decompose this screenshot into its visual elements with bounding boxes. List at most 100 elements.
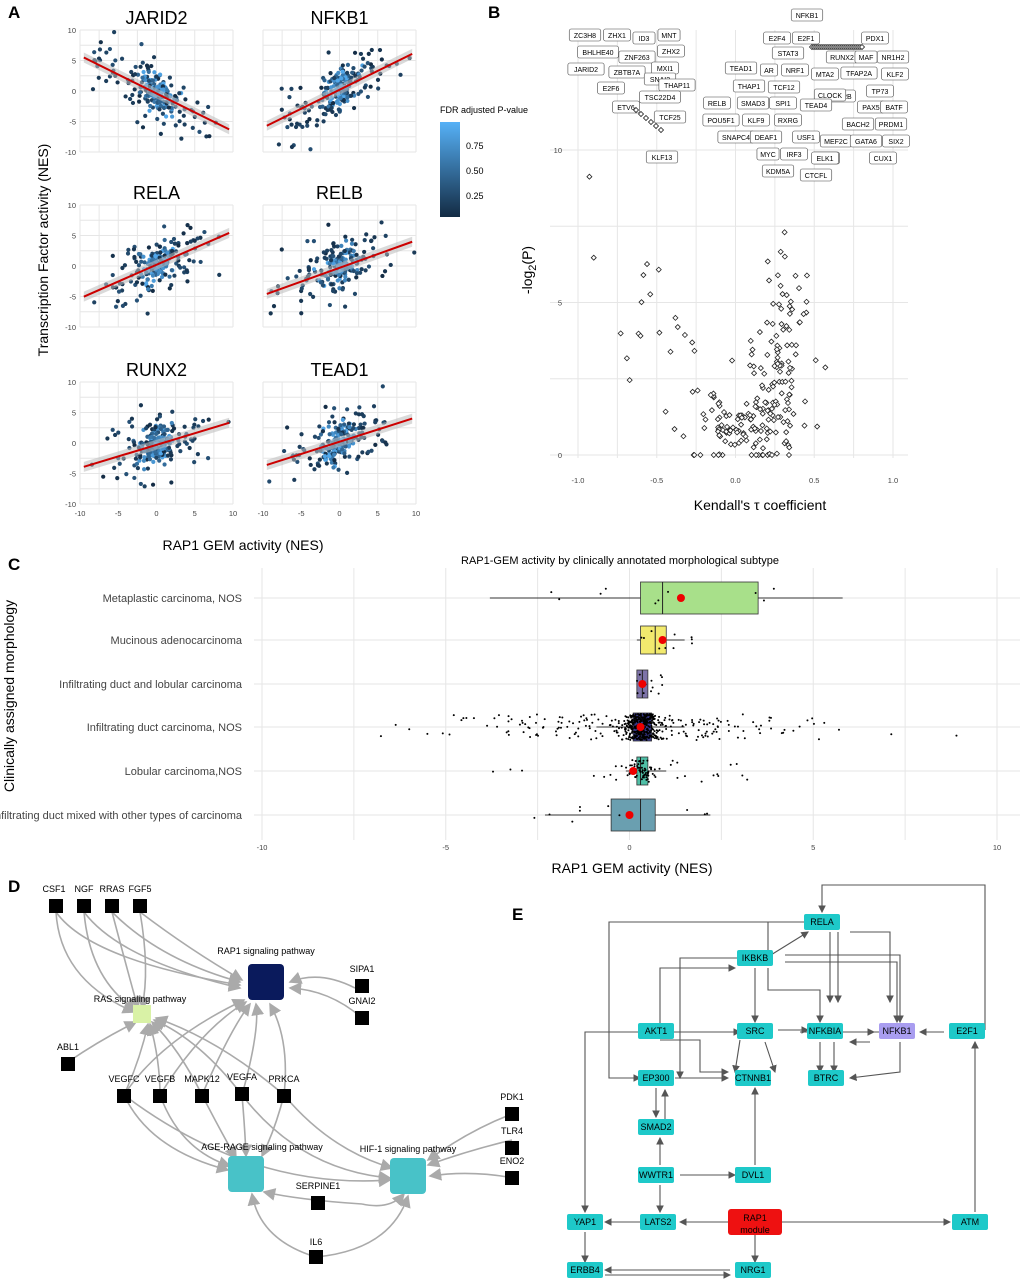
jitter-point <box>668 718 671 721</box>
tf-label-e2f1: E2F1 <box>792 31 820 45</box>
node-shape <box>640 1214 676 1230</box>
jitter-point <box>752 721 755 724</box>
node-label: TLR4 <box>501 1126 523 1136</box>
data-point <box>158 451 164 456</box>
tf-label-text: NFKB1 <box>796 13 819 20</box>
data-point <box>780 326 787 333</box>
data-point <box>326 50 331 55</box>
data-point <box>388 262 393 268</box>
data-point <box>124 472 129 477</box>
tf-label-box <box>653 110 687 124</box>
jitter-point <box>557 720 560 723</box>
data-point <box>295 459 300 464</box>
panel-e-edges <box>581 884 986 1279</box>
data-point <box>198 259 203 265</box>
jitter-point <box>594 730 597 733</box>
data-point <box>163 114 169 119</box>
node-shape <box>804 914 840 930</box>
data-point <box>383 440 388 445</box>
tf-label-jarid2: JARID2 <box>567 62 605 76</box>
data-point <box>774 354 781 361</box>
data-point <box>133 64 138 70</box>
jitter-point <box>699 718 702 721</box>
data-point <box>169 83 174 88</box>
data-point <box>764 351 771 358</box>
data-point <box>358 270 363 275</box>
x-tick-label: 0 <box>154 509 158 518</box>
data-point <box>134 461 140 466</box>
data-point <box>714 428 722 435</box>
data-point <box>90 87 96 92</box>
data-point <box>154 431 159 437</box>
jitter-point <box>716 725 719 728</box>
data-point <box>331 465 336 470</box>
jitter-point <box>672 647 675 650</box>
tf-label-text: PRDM1 <box>879 122 904 129</box>
data-point <box>727 427 734 434</box>
tf-label-text: MEF2C <box>824 139 848 146</box>
jitter-point <box>599 592 602 595</box>
data-point <box>746 412 754 419</box>
category-label: Infiltrating duct mixed with other types… <box>0 810 243 822</box>
data-point <box>323 404 328 409</box>
x-tick-label: 10 <box>229 509 237 518</box>
data-point <box>369 448 374 453</box>
jitter-point <box>394 723 397 726</box>
panel-c-title: RAP1-GEM activity by clinically annotate… <box>461 555 779 567</box>
data-point <box>768 338 775 345</box>
data-point <box>318 432 324 437</box>
data-point <box>289 122 294 127</box>
node-shape <box>77 899 91 913</box>
node-shape <box>61 1057 75 1071</box>
jitter-point <box>717 719 720 722</box>
node-label: RELA <box>810 917 834 927</box>
data-point <box>341 94 346 100</box>
jitter-point <box>629 764 632 767</box>
data-point <box>200 418 206 424</box>
jitter-point <box>623 723 626 726</box>
data-point <box>162 237 167 243</box>
data-point <box>780 419 787 426</box>
jitter-point <box>625 737 628 740</box>
node-label: BTRC <box>814 1073 839 1083</box>
jitter-point <box>615 729 618 732</box>
tf-label-box <box>876 50 910 64</box>
data-point <box>349 241 355 246</box>
node-pdk1: PDK1 <box>500 1092 524 1121</box>
data-point <box>338 423 343 428</box>
jitter-point <box>507 733 510 736</box>
tf-label-stat3: STAT3 <box>771 46 805 60</box>
jitter-point <box>676 776 679 779</box>
jitter-point <box>714 728 717 731</box>
data-point <box>167 274 172 279</box>
data-point <box>351 422 356 427</box>
data-point <box>327 432 332 437</box>
data-point <box>308 291 313 297</box>
data-point <box>373 442 378 447</box>
jitter-point <box>593 713 596 716</box>
node-label: CTNNB1 <box>735 1073 771 1083</box>
node-vegfa: VEGFA <box>227 1072 257 1101</box>
node-shape <box>505 1141 519 1155</box>
jitter-point <box>578 809 581 812</box>
jitter-point <box>691 721 694 724</box>
jitter-point <box>669 763 672 766</box>
data-point <box>320 429 326 434</box>
data-point <box>590 254 597 261</box>
data-point <box>167 75 172 80</box>
data-point <box>138 64 143 69</box>
data-point <box>137 458 142 463</box>
data-point <box>142 484 147 489</box>
x-tick-label: 0.5 <box>809 476 819 485</box>
tf-label-text: E2F6 <box>603 86 620 93</box>
jitter-point <box>704 734 707 737</box>
jitter-point <box>518 723 521 726</box>
node-shape <box>355 1011 369 1025</box>
jitter-point <box>703 723 706 726</box>
jitter-point <box>695 738 698 741</box>
jitter-point <box>640 732 643 735</box>
jitter-point <box>645 738 648 741</box>
data-point <box>753 451 760 459</box>
data-point <box>294 274 299 279</box>
